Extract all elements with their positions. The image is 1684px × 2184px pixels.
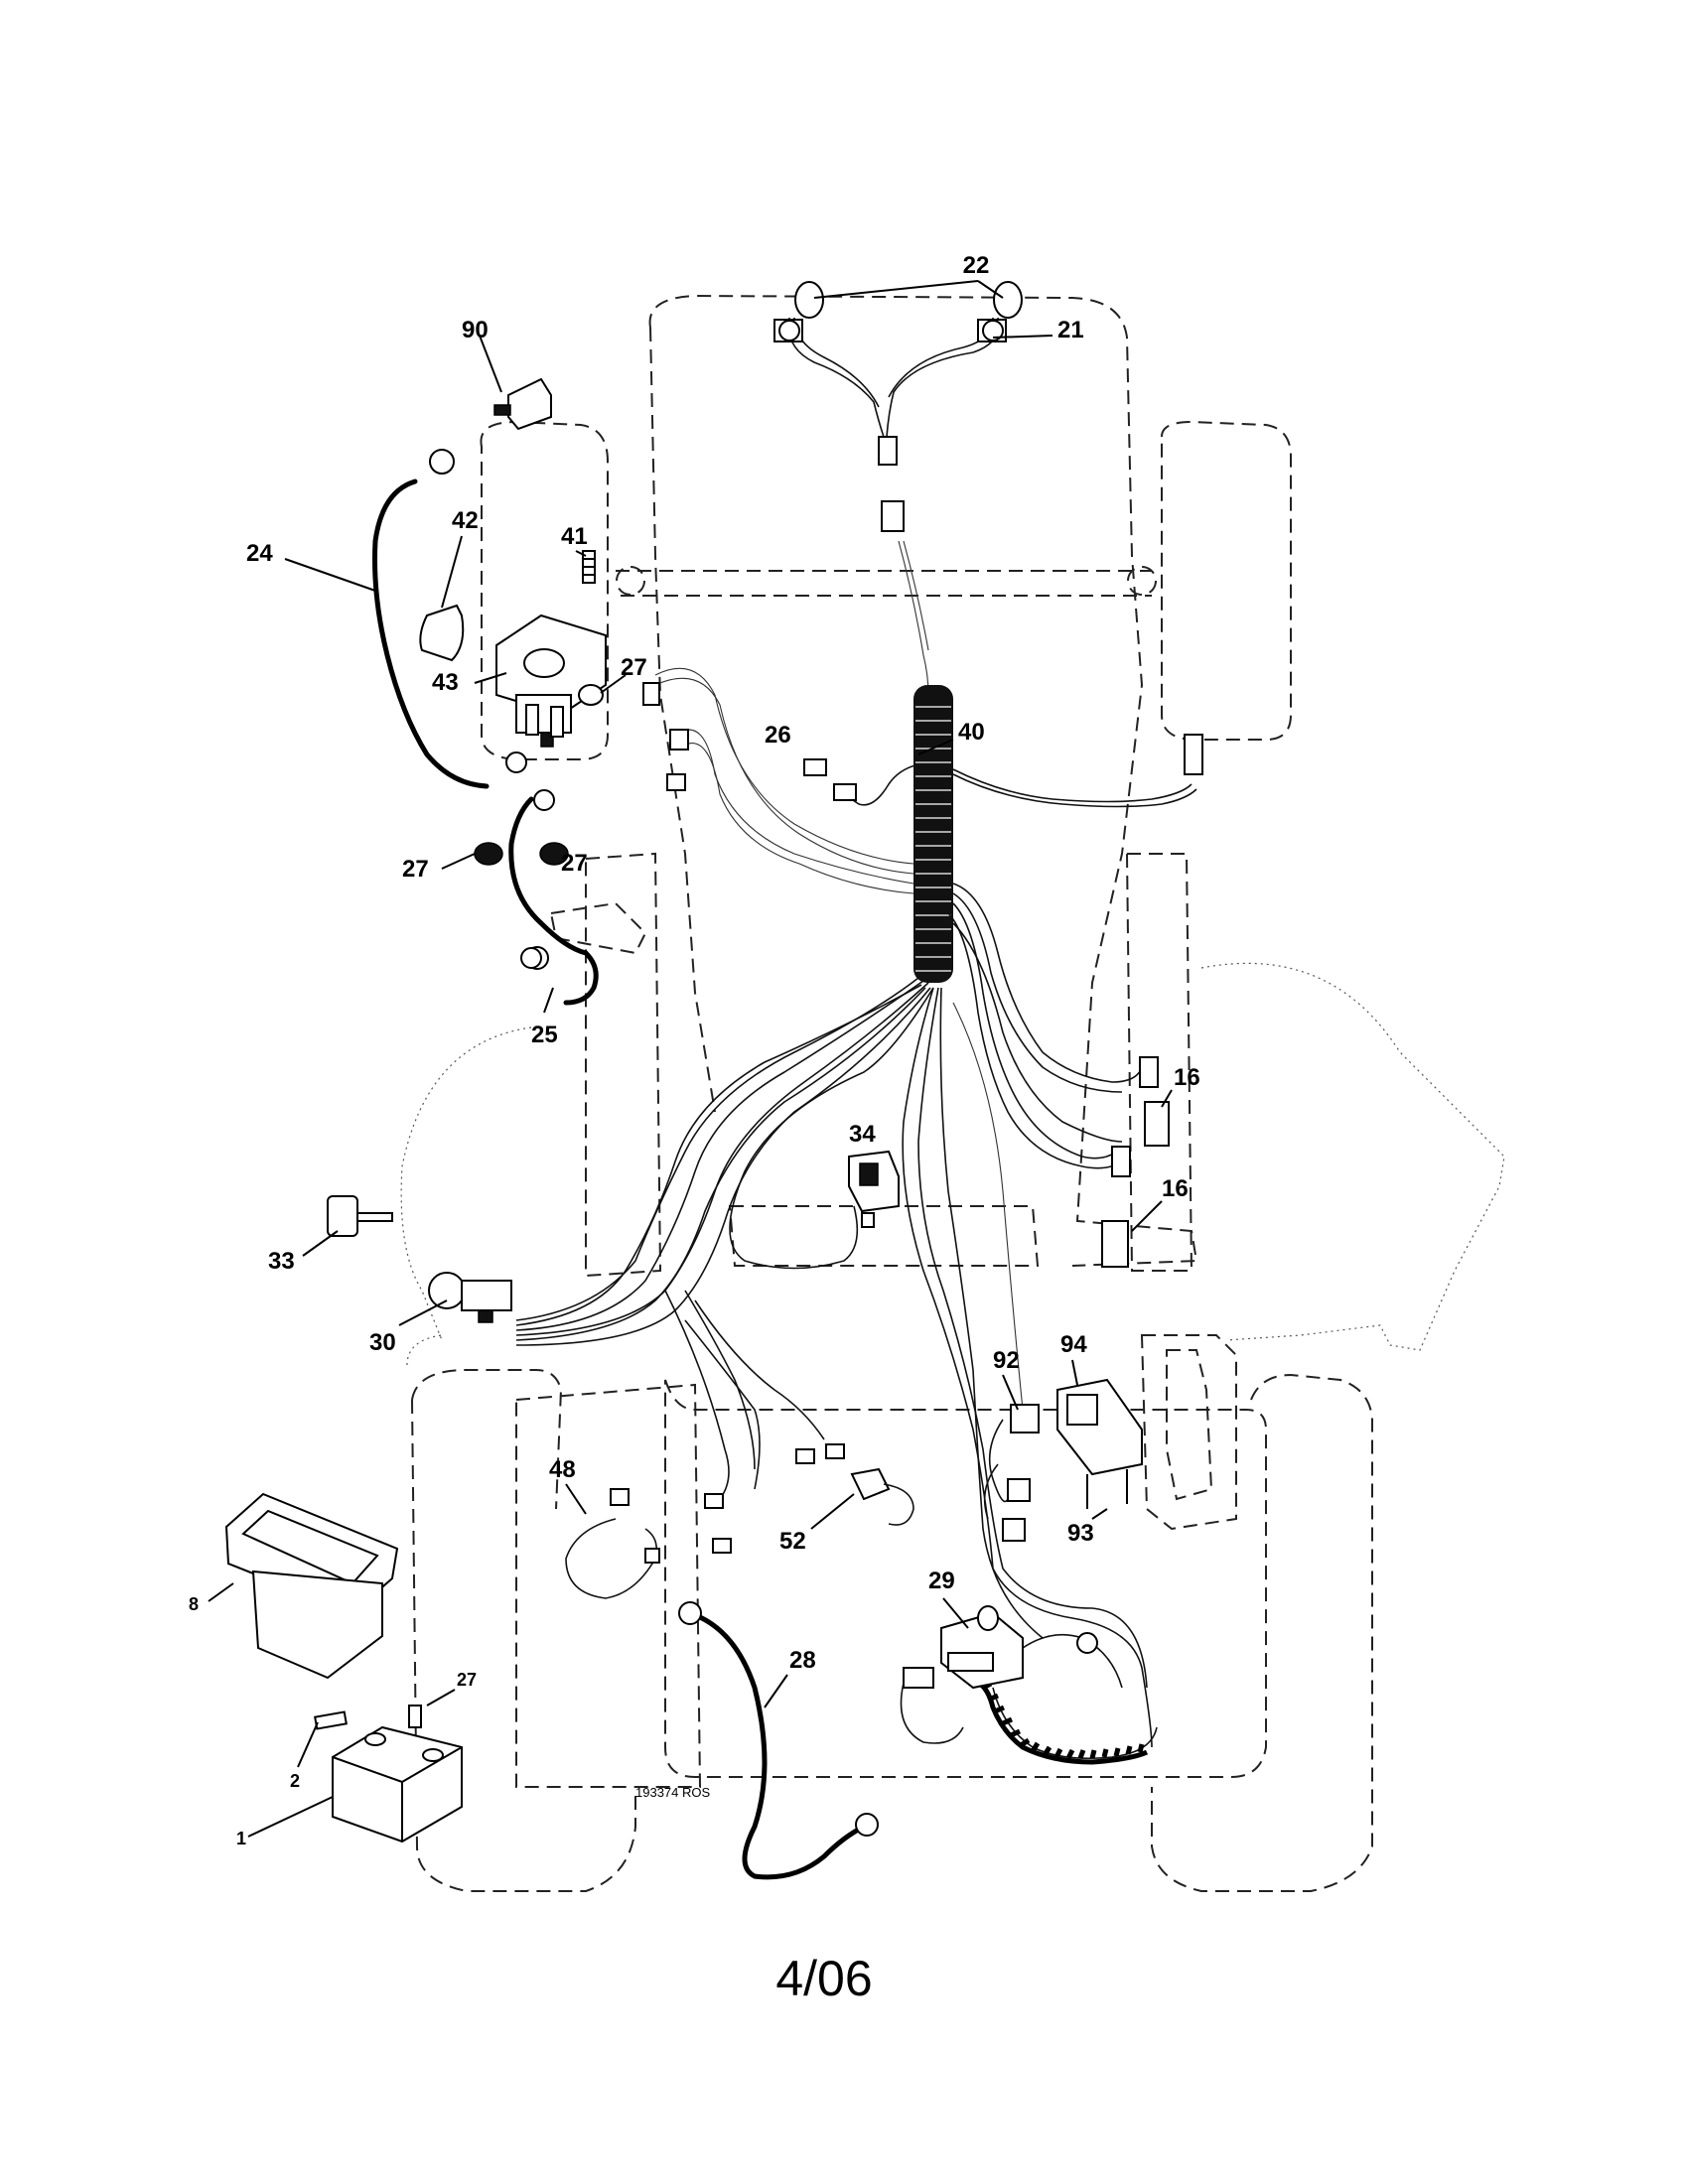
callout-43: 43 (432, 669, 459, 696)
callout-27d: 27 (457, 1670, 477, 1690)
callout-27a: 27 (621, 654, 647, 681)
solenoid-43 (495, 614, 607, 748)
callout-25: 25 (531, 1022, 558, 1048)
switch-29 (940, 1605, 1024, 1690)
callout-34: 34 (849, 1121, 876, 1148)
battery-cables (372, 478, 867, 1880)
drawing-code: 193374 ROS (635, 1785, 710, 1800)
callout-2: 2 (290, 1771, 300, 1791)
callout-27b: 27 (402, 856, 429, 883)
parts (224, 281, 1203, 1843)
part-90 (493, 377, 552, 431)
callout-90: 90 (462, 317, 489, 343)
callout-16a: 16 (1174, 1064, 1200, 1091)
callout-21: 21 (1057, 317, 1084, 343)
callout-48: 48 (549, 1456, 576, 1483)
callout-8: 8 (189, 1594, 199, 1614)
page-label: 4/06 (775, 1951, 872, 2006)
callout-40: 40 (958, 719, 985, 746)
callout-93: 93 (1067, 1520, 1094, 1547)
callout-16b: 16 (1162, 1175, 1189, 1202)
callout-28: 28 (789, 1647, 816, 1674)
callout-94: 94 (1060, 1331, 1087, 1358)
ignition-switch-30 (428, 1272, 512, 1323)
wire-harness (515, 317, 1197, 1759)
callout-29: 29 (928, 1568, 955, 1594)
headlight-bulbs-22 (773, 281, 1023, 342)
tractor-outline (400, 294, 1505, 1892)
callout-1: 1 (236, 1829, 246, 1848)
callout-22: 22 (963, 252, 990, 279)
callout-41: 41 (561, 523, 588, 550)
callout-24: 24 (246, 540, 273, 567)
callout-33: 33 (268, 1248, 295, 1275)
callout-42: 42 (452, 507, 479, 534)
battery-1 (332, 1725, 463, 1843)
switch-34 (848, 1150, 900, 1213)
callout-27c: 27 (561, 850, 588, 877)
coiled-cord (976, 1680, 1149, 1765)
callouts: 22 21 90 42 41 24 43 27 26 40 27 27 25 1… (189, 252, 1200, 1848)
conduit-40 (913, 685, 953, 983)
key-33 (327, 1195, 393, 1237)
callout-52: 52 (779, 1528, 806, 1555)
callout-26: 26 (765, 722, 791, 749)
leader-lines (208, 280, 1173, 1838)
callout-92: 92 (993, 1347, 1020, 1374)
battery-tray-8 (224, 1492, 399, 1680)
module-94 (1056, 1378, 1143, 1476)
callout-30: 30 (369, 1329, 396, 1356)
